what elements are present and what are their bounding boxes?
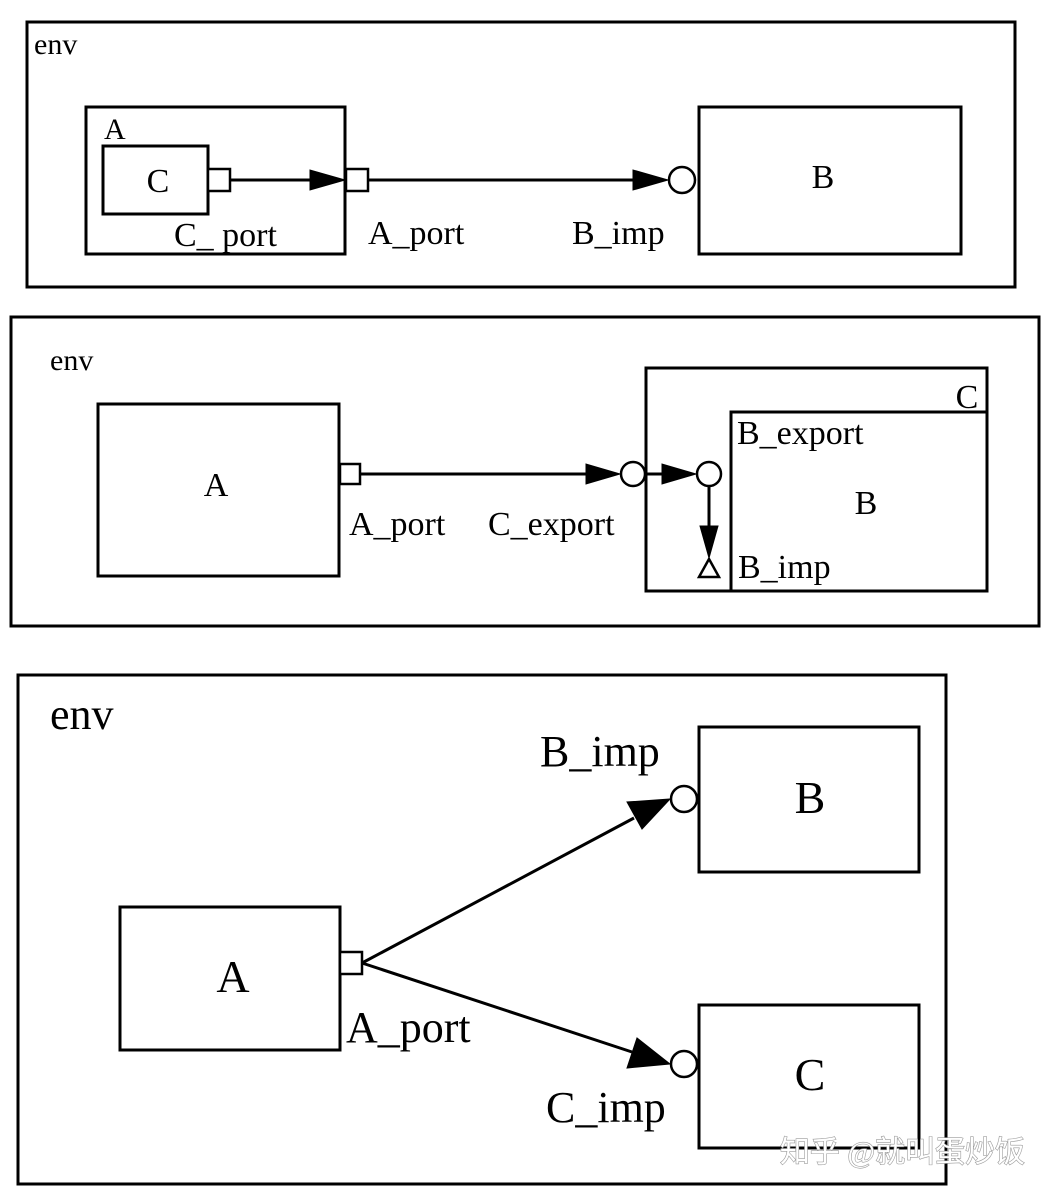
a-port-label: A_port bbox=[346, 1003, 471, 1052]
c-port-arrowhead-icon bbox=[309, 169, 347, 191]
env-label: env bbox=[50, 344, 93, 377]
b-export-icon bbox=[695, 460, 723, 488]
env-label: env bbox=[50, 690, 114, 739]
a-port-icon bbox=[344, 167, 370, 193]
a-port-to-b-imp-line bbox=[361, 816, 635, 965]
component-c-label: C bbox=[147, 163, 170, 200]
b-export-label: B_export bbox=[737, 415, 864, 452]
a-port-icon bbox=[338, 950, 364, 976]
c-export-arrowhead-icon bbox=[661, 463, 698, 485]
component-b-label: B bbox=[812, 159, 835, 196]
b-imp-arrowhead-icon bbox=[626, 798, 672, 830]
c-port-icon bbox=[206, 167, 232, 193]
watermark-text: 知乎 @就叫蛋炒饭 bbox=[780, 1136, 1025, 1169]
component-a-label: A bbox=[216, 951, 249, 1002]
panel-2-export-chain: env A A_port C C_export B_export B B_imp bbox=[9, 315, 1041, 628]
component-b-box bbox=[697, 105, 963, 256]
component-c-box bbox=[697, 1003, 921, 1150]
c-port-label: C_ port bbox=[174, 217, 278, 254]
component-c-label: C bbox=[795, 1049, 826, 1100]
a-port-arrowhead-icon bbox=[632, 169, 670, 191]
component-c-label: C bbox=[956, 379, 979, 416]
panel-1-hierarchical-port-to-imp: env A C C_ port A_port B_imp B bbox=[25, 20, 1017, 289]
c-imp-icon bbox=[669, 1049, 699, 1079]
c-export-icon bbox=[619, 460, 647, 488]
component-b-label: B bbox=[795, 772, 826, 823]
component-b-box bbox=[697, 725, 921, 874]
env-label: env bbox=[34, 28, 77, 61]
b-imp-icon bbox=[669, 784, 699, 814]
c-export-label: C_export bbox=[488, 506, 615, 543]
a-port-arrowhead-icon bbox=[585, 463, 622, 485]
c-imp-arrowhead-icon bbox=[626, 1037, 672, 1069]
c-imp-label: C_imp bbox=[546, 1083, 666, 1132]
component-a-label: A bbox=[104, 113, 126, 146]
component-b-label: B bbox=[855, 485, 878, 522]
panel-3-port-to-multiple-imps: env B B_imp A A_port C C_imp bbox=[16, 673, 948, 1186]
a-port-label: A_port bbox=[349, 506, 446, 543]
env-frame bbox=[9, 315, 1041, 628]
env-frame bbox=[25, 20, 1017, 289]
component-a-box bbox=[118, 905, 342, 1052]
component-c-box bbox=[101, 144, 210, 216]
component-a-box bbox=[96, 402, 341, 578]
a-port-to-c-imp-line bbox=[361, 961, 633, 1054]
env-frame bbox=[16, 673, 948, 1186]
a-port-icon bbox=[338, 462, 362, 486]
a-port-label: A_port bbox=[368, 215, 465, 252]
b-export-arrowhead-icon bbox=[699, 525, 719, 560]
b-imp-label: B_imp bbox=[738, 549, 831, 586]
b-imp-label: B_imp bbox=[540, 727, 660, 776]
b-imp-label: B_imp bbox=[572, 215, 665, 252]
component-a-label: A bbox=[204, 467, 229, 504]
b-imp-icon bbox=[667, 165, 697, 195]
component-b-box bbox=[729, 410, 989, 593]
b-imp-hollow-arrow-icon bbox=[696, 556, 722, 579]
